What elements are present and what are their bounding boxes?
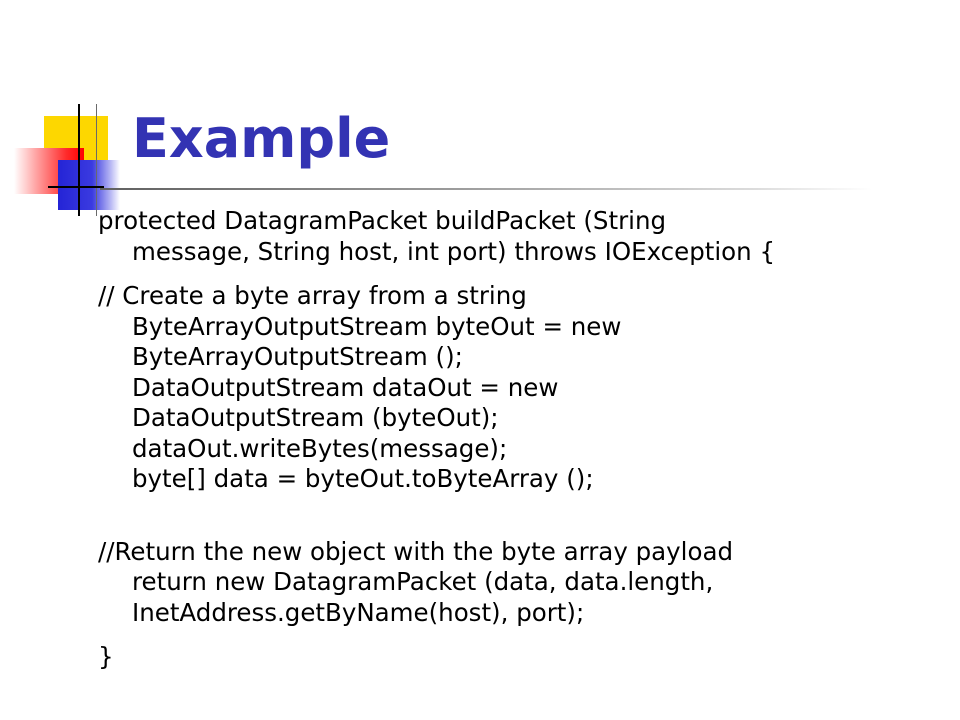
code-line: return new DatagramPacket (data, data.le… [132, 567, 714, 596]
horizontal-line-decoration [48, 186, 104, 188]
blue-gradient-decoration [58, 160, 120, 210]
code-line: ByteArrayOutputStream (); [132, 342, 463, 371]
code-comment-line: //Return the new object with the byte ar… [98, 536, 734, 566]
slide-body: protected DatagramPacket buildPacket (St… [98, 206, 918, 673]
code-line: ByteArrayOutputStream byteOut = new [132, 311, 622, 341]
code-line: protected DatagramPacket buildPacket (St… [98, 206, 667, 235]
code-paragraph-method-signature: protected DatagramPacket buildPacket (St… [98, 206, 918, 267]
vertical-line-decoration-thin [96, 104, 97, 216]
vertical-line-decoration [78, 104, 80, 216]
code-paragraph-create-byte-array: // Create a byte array from a string Byt… [98, 281, 918, 495]
code-line: DataOutputStream dataOut = new [132, 372, 559, 402]
slide-title: Example [132, 107, 391, 170]
code-paragraph-return-packet: //Return the new object with the byte ar… [98, 537, 918, 629]
title-underline-rule [100, 188, 872, 190]
closing-brace: } [98, 642, 114, 671]
code-line: byte[] data = byteOut.toByteArray (); [132, 464, 594, 493]
code-line: dataOut.writeBytes(message); [132, 433, 508, 463]
code-line: InetAddress.getByName(host), port); [132, 597, 585, 627]
code-line: message, String host, int port) throws I… [132, 236, 776, 266]
code-line: DataOutputStream (byteOut); [132, 403, 499, 432]
code-comment-line: // Create a byte array from a string [98, 281, 527, 310]
